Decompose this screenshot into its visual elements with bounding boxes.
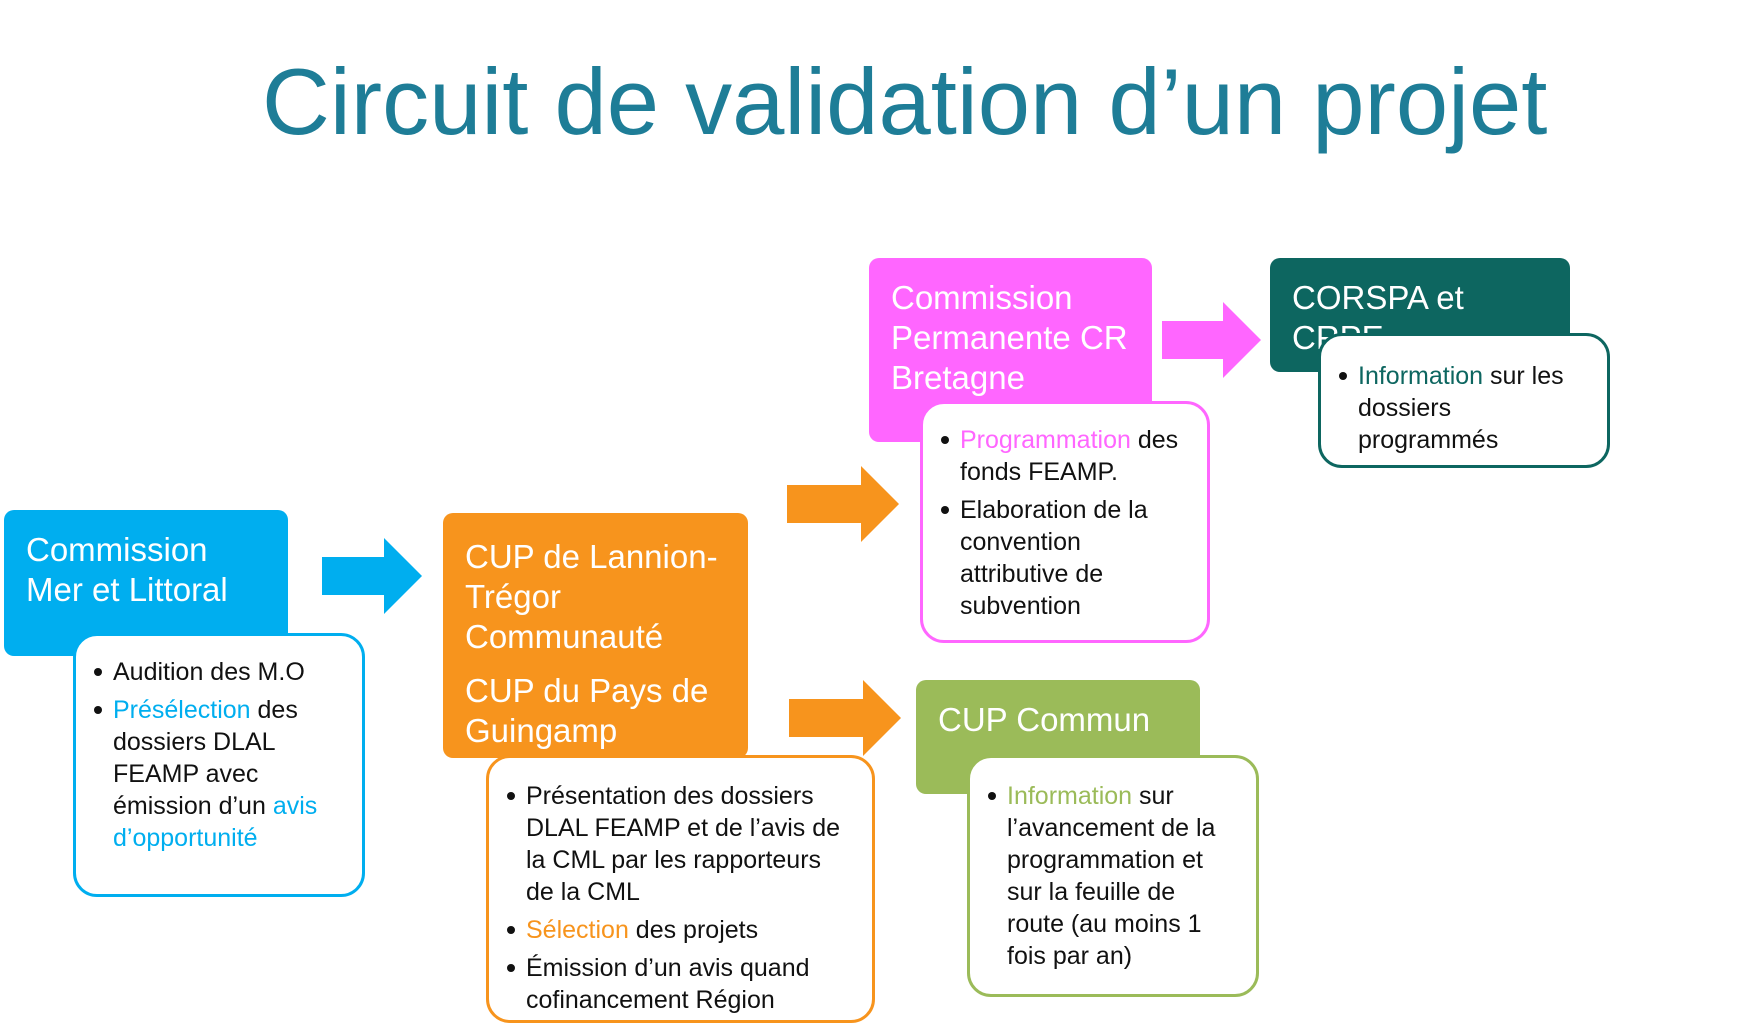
step-corspa-card: Information sur les dossiers programmés: [1318, 333, 1610, 468]
step-cp-title-line2: Permanente CR: [891, 319, 1128, 356]
step-corspa-bullet-1-highlight: Information: [1358, 362, 1484, 390]
step-commun-bullet-1-text: sur l’avancement de la programmation et …: [1007, 782, 1216, 970]
step-cp-bullet-1: Programmation des fonds FEAMP.: [941, 424, 1189, 488]
step-corspa-bullet-1: Information sur les dossiers programmés: [1339, 360, 1589, 456]
page-title: Circuit de validation d’un projet: [262, 49, 1548, 154]
arrow-cup-to-commun: [789, 680, 901, 756]
step-cup-title-1-line2: Trégor: [465, 578, 561, 615]
step-cml-bullet-2-text: des dossiers DLAL FEAMP avec émission d’…: [113, 696, 298, 820]
step-cml-card: Audition des M.O Présélection des dossie…: [73, 633, 365, 897]
step-cml-bullet-2: Présélection des dossiers DLAL FEAMP ave…: [94, 694, 344, 854]
step-commun-bullet-1: Information sur l’avancement de la progr…: [988, 780, 1238, 972]
step-cp-title-line3: Bretagne: [891, 359, 1025, 396]
step-cml-title-line1: Commission: [26, 531, 208, 568]
step-cup-bullet-3: Émission d’un avis quand cofinancement R…: [507, 952, 854, 1016]
step-cup-title-2-line2: Guingamp: [465, 712, 618, 749]
step-cup-bullet-2-text: des projets: [628, 916, 759, 944]
step-cup-card: Présentation des dossiers DLAL FEAMP et …: [486, 755, 875, 1023]
step-cup-title-1-line3: Communauté: [465, 618, 664, 655]
step-corspa-bullet-1-text: sur les dossiers programmés: [1358, 362, 1564, 454]
step-cml-bullet-2-highlight-2: avis d’opportunité: [113, 792, 318, 852]
step-cp-title-line1: Commission: [891, 279, 1073, 316]
step-cp-bullet-1-text: des fonds FEAMP.: [960, 426, 1179, 486]
step-commun-bullet-1-highlight: Information: [1007, 782, 1133, 810]
step-cp-card: Programmation des fonds FEAMP. Elaborati…: [920, 401, 1210, 643]
step-cml-bullet-2-highlight: Présélection: [113, 696, 251, 724]
step-commun-card: Information sur l’avancement de la progr…: [967, 755, 1259, 997]
arrow-cp-to-corspa: [1162, 302, 1261, 378]
step-cup-title-2-line1: CUP du Pays de: [465, 672, 709, 709]
step-cml-header: Commission Mer et Littoral: [4, 510, 288, 656]
step-cml-bullet-1: Audition des M.O: [94, 656, 344, 688]
step-cup-bullet-2: Sélection des projets: [507, 914, 854, 946]
step-cp-bullet-1-highlight: Programmation: [960, 426, 1131, 454]
step-commun-title: CUP Commun: [938, 701, 1151, 738]
step-cp-bullet-2: Elaboration de la convention attributive…: [941, 494, 1189, 622]
step-cup-bullet-1: Présentation des dossiers DLAL FEAMP et …: [507, 780, 854, 908]
step-cml-title-line2: Mer et Littoral: [26, 571, 228, 608]
step-cup-bullet-2-highlight: Sélection: [526, 916, 629, 944]
arrow-cml-to-cup: [322, 538, 422, 614]
step-cup-header: CUP de Lannion- Trégor Communauté CUP du…: [443, 513, 748, 758]
step-cup-title-1-line1: CUP de Lannion-: [465, 538, 718, 575]
arrow-cup-to-cp: [787, 466, 899, 542]
